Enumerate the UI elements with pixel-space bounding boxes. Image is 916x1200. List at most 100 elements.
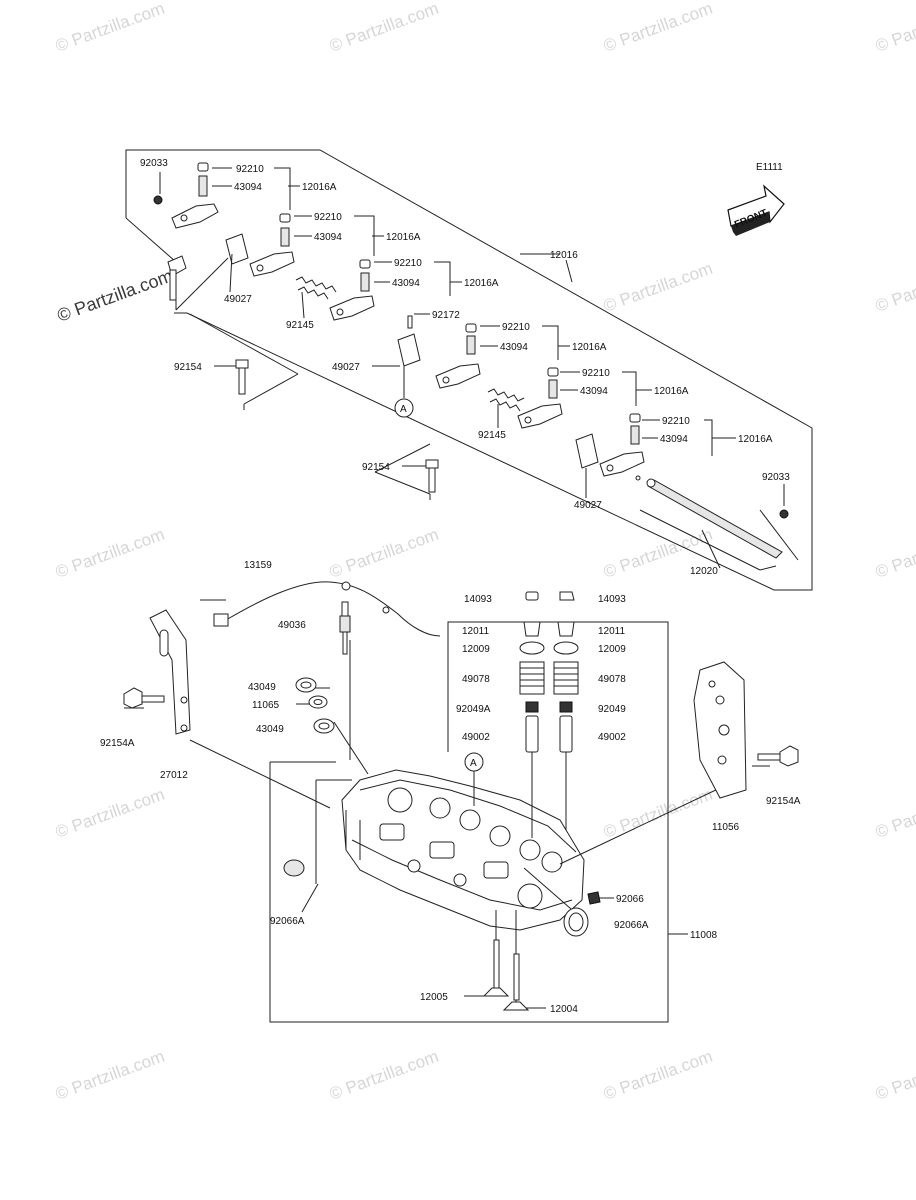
glow-plug-49036 [339,601,351,655]
part-label: 92154 [362,462,390,473]
part-label: 49078 [598,674,626,685]
part-label: 92172 [432,310,460,321]
part-label: 92066A [270,916,305,927]
watermark: © Partzilla.com [601,0,715,56]
part-label: 43094 [314,232,342,243]
valve-stack-left [519,591,545,753]
part-label: 12005 [420,992,448,1003]
rocker-shaft-12020 [635,475,789,559]
watermark: © Partzilla.com [327,0,441,56]
watermark: © Partzilla.com [53,785,167,842]
part-label: 43094 [234,182,262,193]
part-label: 14093 [598,594,626,605]
part-label: 92210 [314,212,342,223]
part-label: 12016A [386,232,421,243]
rocker-arm-6 [575,413,645,477]
part-label: 12011 [598,626,626,637]
rocker-arm-4 [435,323,481,389]
callout-a-label: A [470,758,477,769]
watermark: © Partzilla.com [55,265,176,325]
part-label: 49078 [462,674,490,685]
part-label: 92210 [236,164,264,175]
part-label: 12016A [738,434,773,445]
part-label: 92154A [766,796,801,807]
watermarks: © Partzilla.com © Partzilla.com © Partzi… [53,0,916,1104]
part-label: 12016A [464,278,499,289]
bolt-92154a [235,359,249,395]
watermark: © Partzilla.com [53,1047,167,1104]
wiring-harness-13159 [213,581,441,637]
part-label: 11065 [252,700,280,711]
valve-stack-right [553,591,579,753]
part-label: 12016 [550,250,578,261]
diagram-code: E1111 [756,162,783,173]
part-label: 92210 [582,368,610,379]
bracket-27012 [149,609,191,735]
watermark: © Partzilla.com [53,0,167,56]
part-label: 43094 [500,342,528,353]
part-label: 12004 [550,1004,578,1015]
plug-92066A-right [563,907,589,937]
callout-a-lower [464,752,484,772]
part-label: 14093 [464,594,492,605]
part-label: 12016A [654,386,689,397]
bracket-11056 [693,661,747,799]
part-label: 43094 [580,386,608,397]
part-labels: 92033 92210 43094 12016A 92210 43094 120… [100,158,801,1015]
part-label: 92033 [762,472,790,483]
part-label: 92154 [174,362,202,373]
part-label: 92145 [286,320,314,331]
watermark: © Partzilla.com [601,1047,715,1104]
part-label: 92210 [662,416,690,427]
front-arrow-icon: FRONT [727,184,785,236]
rocker-support-49027b [397,315,421,367]
cylinder-head-leader-lines [124,599,770,1009]
valve-12004 [502,953,530,1011]
cylinder-head-frame [269,621,669,1023]
valve-12005 [482,939,510,997]
part-label: 27012 [160,770,188,781]
part-label: 49027 [332,362,360,373]
seal-43049-upper [295,677,317,693]
part-label: 92145 [478,430,506,441]
part-label: 49027 [224,294,252,305]
part-label: 92066 [616,894,644,905]
bolt-92154A-left [123,687,165,709]
callout-a-label: A [400,404,407,415]
rocker-leader-lines [159,167,785,569]
watermark: © Partzilla.com [53,525,167,582]
cylinder-head-body [341,769,585,931]
watermark: © Partzilla.com [873,259,916,316]
part-label: 11056 [712,822,740,833]
part-label: 12009 [462,644,490,655]
watermark: © Partzilla.com [873,0,916,56]
bolt-92154b [425,459,439,493]
part-label: 92049A [456,704,491,715]
part-label: 92033 [140,158,168,169]
part-label: 92066A [614,920,649,931]
part-label: 43049 [256,724,284,735]
part-label: 49036 [278,620,306,631]
watermark: © Partzilla.com [873,785,916,842]
part-label: 11008 [690,930,718,941]
part-label: 49002 [462,732,490,743]
watermark: © Partzilla.com [873,525,916,582]
watermark: © Partzilla.com [601,785,715,842]
watermark: © Partzilla.com [873,1047,916,1104]
seal-43049-lower [313,718,335,734]
part-label: 92210 [502,322,530,333]
watermark: © Partzilla.com [327,525,441,582]
spring-92145a [295,276,337,300]
part-label: 12009 [598,644,626,655]
bolt-92154A-right [757,745,799,767]
part-label: 12016A [302,182,337,193]
callout-a-upper [394,398,414,418]
rocker-arm-1 [153,162,219,301]
watermark: © Partzilla.com [327,1047,441,1104]
part-label: 12011 [462,626,490,637]
part-label: 12016A [572,342,607,353]
seal-11065 [308,695,328,709]
plug-92066 [587,891,601,905]
part-label: 92210 [394,258,422,269]
